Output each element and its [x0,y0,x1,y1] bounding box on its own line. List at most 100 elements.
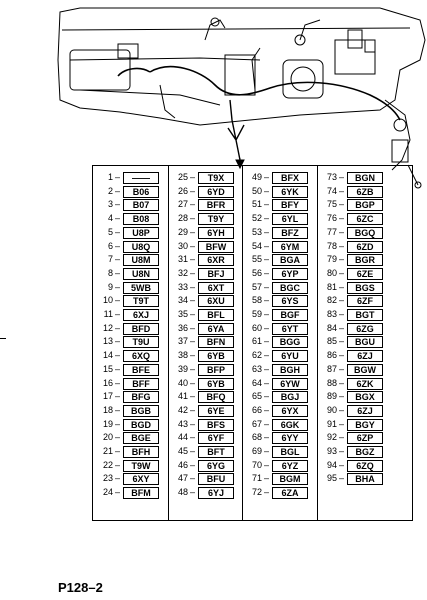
connector-code-box: BFS [198,418,234,431]
connector-code-box: T9U [123,336,159,349]
leader-dash: – [115,377,121,388]
connector-code-box: BGW [347,363,383,376]
table-row: 32–BFJ [168,267,243,281]
connector-code-box: BGY [347,418,383,431]
pin-number: 43 [177,418,188,429]
table-row: 53–BFZ [242,226,317,240]
pin-number: 63 [251,363,262,374]
connector-code-box: 6ZJ [347,404,383,417]
leader-dash: – [264,377,270,388]
pin-number: 30 [177,240,188,251]
table-row: 92–6ZP [317,431,392,445]
pin-number: 55 [251,254,262,265]
pin-number: 60 [251,322,262,333]
leader-dash: – [115,281,121,292]
connector-code-box: 6YP [272,267,308,280]
pin-number: 93 [326,446,337,456]
leader-dash: – [115,350,121,361]
connector-code-box: BGQ [347,226,383,239]
table-row: 41–BFQ [168,390,243,404]
pin-number: 3 [107,199,113,210]
pin-number: 42 [177,404,188,415]
leader-dash: – [190,172,196,182]
pin-number: 13 [102,336,113,347]
leader-dash: – [264,391,270,402]
leader-dash: – [190,322,196,333]
connector-code-box: BGN [347,172,383,184]
table-row: 51–BFY [242,198,317,212]
leader-dash: – [190,487,196,498]
connector-code-box: T9T [123,295,159,308]
connector-code-box: 6XY [123,473,159,486]
table-row: 76–6ZC [317,212,392,226]
table-row: 93–BGZ [317,445,392,459]
pin-number: 10 [102,295,113,306]
pin-number: 66 [251,404,262,415]
pin-number: 78 [326,240,337,251]
pin-number: 33 [177,281,188,292]
pin-number: 58 [251,295,262,306]
table-row: 7–U8M [93,253,168,267]
leader-dash: – [190,281,196,292]
leader-dash: – [339,391,345,402]
connector-code-box: BFM [123,487,159,500]
table-row: 46–6YG [168,459,243,473]
pin-number: 57 [251,281,262,292]
table-row: 43–BFS [168,418,243,432]
leader-dash: – [115,172,121,182]
leader-dash: – [115,322,121,333]
leader-dash: – [339,213,345,224]
leader-dash: – [339,226,345,237]
pin-number: 84 [326,322,337,333]
pin-number: 4 [107,213,113,224]
pin-number: 20 [102,432,113,443]
pin-number: 71 [251,473,262,484]
leader-dash: – [339,309,345,319]
table-row: 83–BGT [317,308,392,322]
pin-number: 27 [177,199,188,210]
connector-code-box: BFH [123,446,159,458]
pin-number: 70 [251,459,262,470]
table-row: 77–BGQ [317,226,392,240]
pin-number: 18 [102,404,113,415]
pin-number: 68 [251,432,262,443]
leader-dash: – [115,432,121,443]
leader-dash: – [190,391,196,402]
table-row: 31–6XR [168,253,243,267]
pin-number: 74 [326,185,337,196]
pin-number: 23 [102,473,113,484]
table-row: 70–6YZ [242,459,317,473]
pin-number: 52 [251,213,262,224]
table-row: 14–6XQ [93,349,168,363]
leader-dash: – [264,487,270,498]
leader-dash: – [115,254,121,265]
connector-code-box: BGR [347,254,383,267]
pin-number: 51 [251,199,262,210]
table-row: 94–6ZQ [317,459,392,473]
leader-dash: – [115,418,121,429]
connector-code-box: 6YX [272,404,308,417]
leader-dash: – [190,185,196,196]
connector-code-box: U8M [123,254,159,267]
connector-code-box: U8N [123,267,159,280]
table-row: 91–BGY [317,418,392,432]
pin-number: 12 [102,322,113,333]
connector-code-box: BGP [347,199,383,212]
connector-code-box: B07 [123,199,159,212]
connector-code-box: 6YL [272,213,308,226]
leader-dash: – [115,459,121,470]
leader-dash: – [115,185,121,196]
pin-number: 34 [177,295,188,306]
connector-code-box: BGT [347,309,383,321]
connector-code-box: 6XR [198,254,234,267]
table-row: 64–6YW [242,377,317,391]
column-divider [242,166,243,520]
leader-dash: – [339,322,345,333]
leader-dash: – [115,295,121,306]
table-row: 50–6YK [242,185,317,199]
connector-code-box: BHA [347,473,383,486]
pin-number: 19 [102,418,113,429]
connector-code-box: 6YM [272,240,308,253]
table-row: 21–BFH [93,445,168,459]
